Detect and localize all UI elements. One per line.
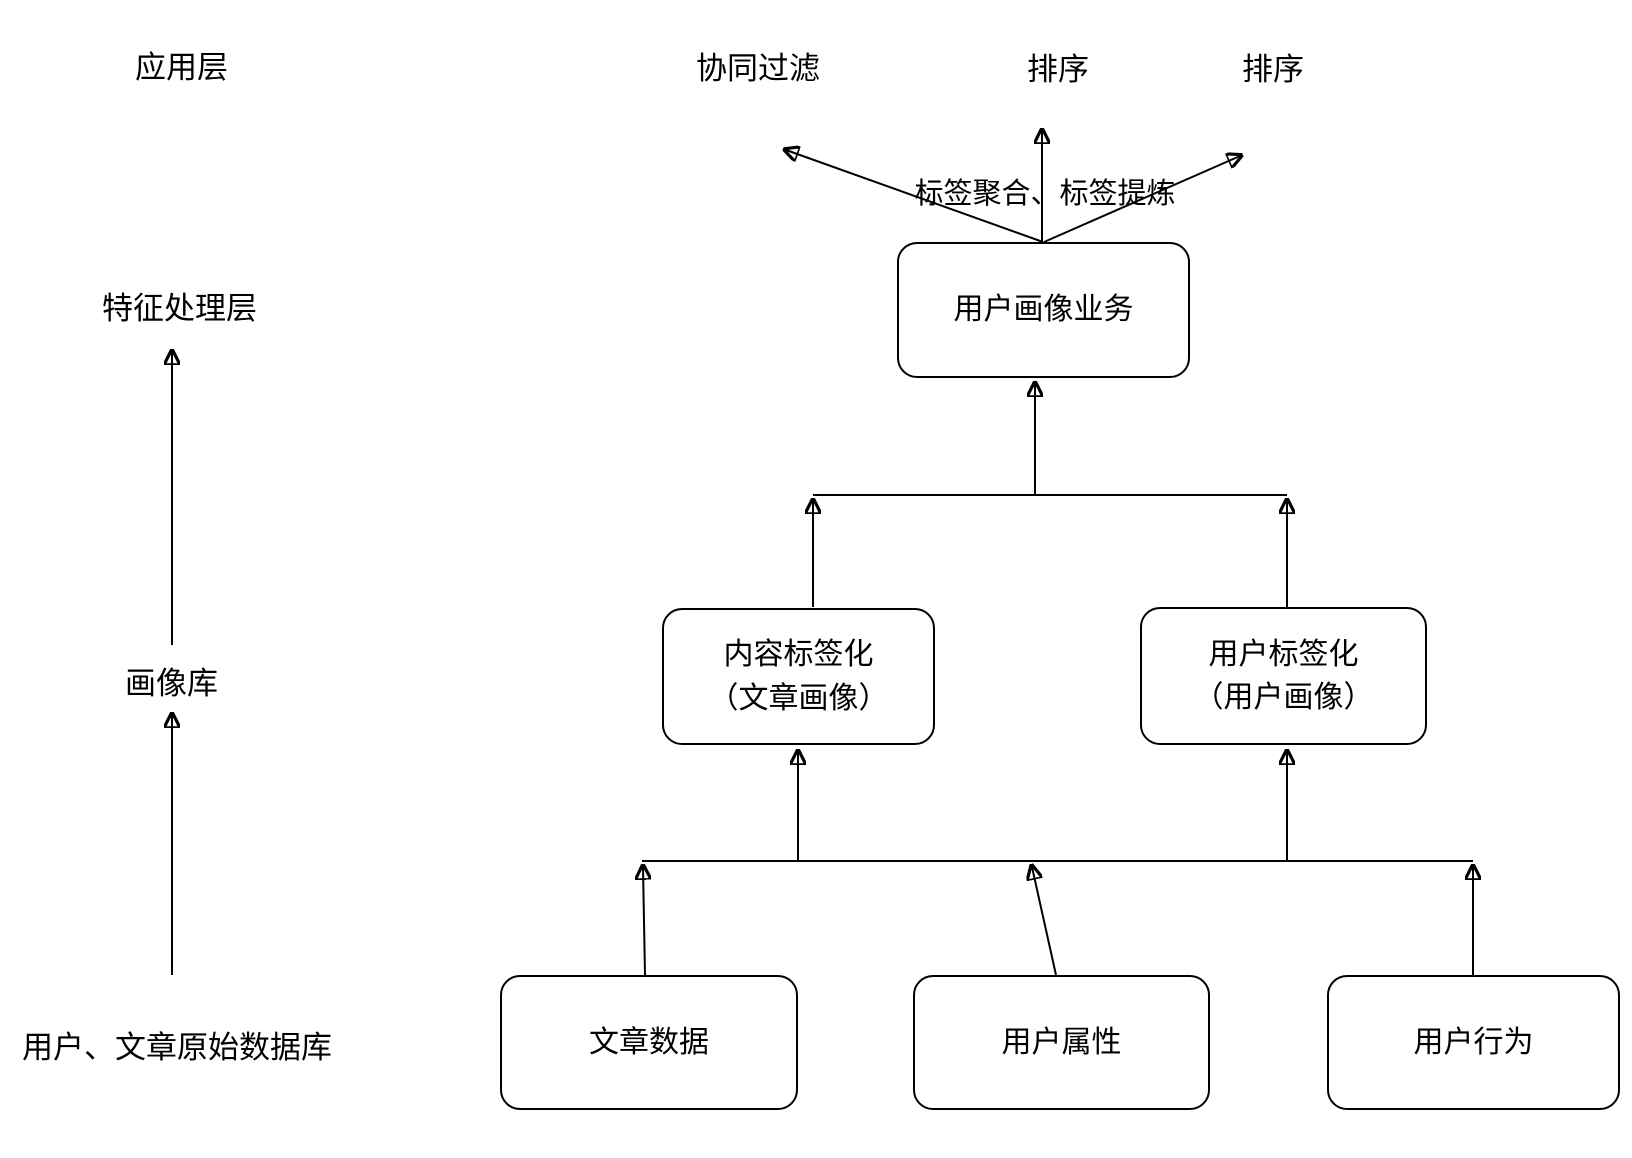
node-user-attributes-label: 用户属性 (1001, 1025, 1122, 1059)
node-content-tagging: 内容标签化 （文章画像） (662, 608, 935, 745)
node-user-behavior-label: 用户行为 (1413, 1025, 1534, 1059)
arrow-service-to-collaborative-filtering (786, 150, 1044, 243)
node-content-tagging-line2: （文章画像） (708, 681, 889, 715)
label-raw-database: 用户、文章原始数据库 (22, 1030, 332, 1065)
node-content-tagging-line1: 内容标签化 (723, 638, 874, 671)
label-tag-aggregation-refinement: 标签聚合、标签提炼 (914, 178, 1176, 210)
node-article-data-label: 文章数据 (589, 1025, 709, 1059)
label-feature-processing-layer: 特征处理层 (102, 291, 257, 326)
arrow-user-attributes-to-bus (1032, 867, 1057, 976)
arrow-article-data-to-bus (643, 867, 645, 976)
node-user-tagging-line1: 用户标签化 (1208, 637, 1359, 671)
label-profile-library: 画像库 (125, 666, 218, 701)
label-application-layer: 应用层 (135, 50, 228, 85)
label-collaborative-filtering: 协同过滤 (696, 51, 820, 86)
node-user-profile-service: 用户画像业务 (897, 242, 1190, 378)
label-ranking-1: 排序 (1027, 52, 1089, 87)
node-user-profile-service-label: 用户画像业务 (953, 293, 1134, 327)
label-ranking-2: 排序 (1242, 52, 1304, 87)
node-article-data: 文章数据 (500, 975, 798, 1110)
node-user-attributes: 用户属性 (913, 975, 1210, 1110)
node-user-tagging: 用户标签化 （用户画像） (1140, 607, 1427, 745)
node-user-behavior: 用户行为 (1327, 975, 1620, 1110)
arrow-service-to-ranking-2 (1043, 156, 1240, 243)
node-user-tagging-line2: （用户画像） (1193, 681, 1374, 714)
